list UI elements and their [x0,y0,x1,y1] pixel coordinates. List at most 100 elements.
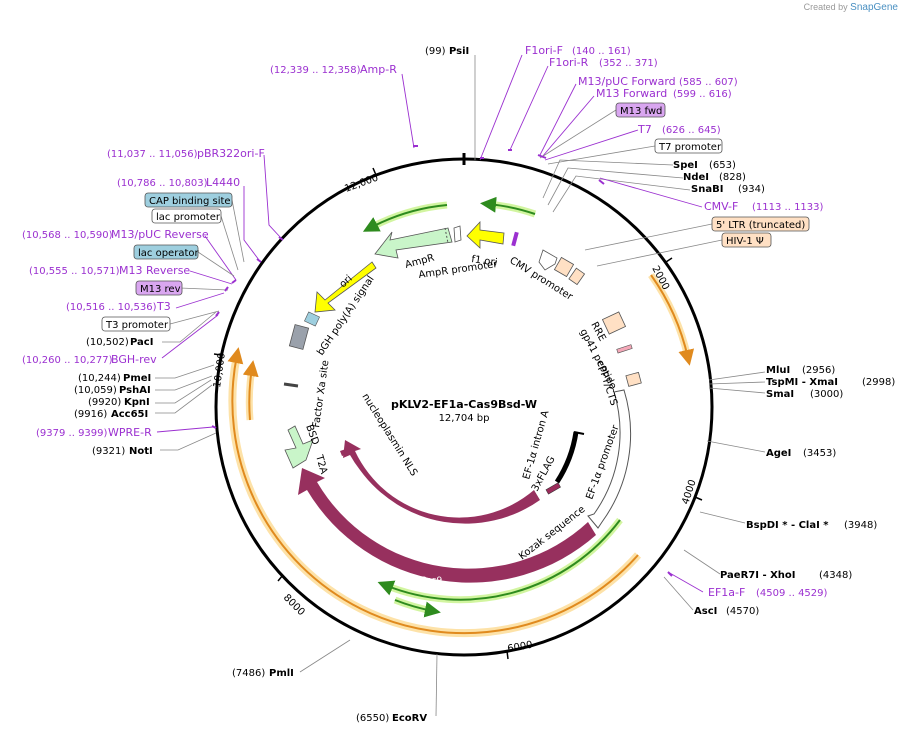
primer-range-f1ori-r: (352 .. 371) [599,58,658,69]
site-pos-tspmi: (2998) [862,377,895,388]
site-pos-agei: (3453) [803,448,836,459]
site-pos-clai: (3948) [844,520,877,531]
primer-name-wpre-r: WPRE-R [108,426,152,439]
boxed-labels: M13 fwd T7 promoter 5' LTR (truncated) H… [101,102,810,332]
map-title: pKLV2-EF1a-Cas9Bsd-W [391,398,537,411]
primer-name-l4440: L4440 [206,176,240,189]
site-name-xhoi: PaeR7I - XhoI [720,570,796,581]
label-m13-rev: M13 rev [140,284,181,295]
bsd-arrow [284,425,314,469]
primer-range-m13puc-fwd: (585 .. 607) [679,77,738,88]
ef1a-intron-tick [573,431,585,435]
label-lac-promoter: lac promoter [156,212,221,223]
primer-name-m13puc-rev: M13/pUC Reverse [111,228,209,241]
psi-block [568,267,586,286]
site-pos-noti: (9321) [92,446,125,457]
orf-arc-bottom [228,354,641,638]
f1-ori-arrow [466,220,505,249]
primer-name-m13-fwd: M13 Forward [596,87,667,100]
primer-name-m13puc-fwd: M13/pUC Forward [578,75,676,88]
primer-range-l4440: (10,786 .. 10,803) [117,178,208,189]
primer-range-amp-r: (12,339 .. 12,358) [270,65,361,76]
primer-name-m13-rev: M13 Reverse [119,264,190,277]
label-t3-promoter: T3 promoter [105,320,169,331]
box-5-ltr [711,216,810,232]
feature-t2a: T2A [313,453,329,476]
ef1a-promoter-shape [587,389,631,529]
box-lac-promoter [151,208,222,224]
site-pos-ndei: (828) [719,172,746,183]
primer-range-f1ori-f: (140 .. 161) [572,46,631,57]
ampr-promoter-shape [453,225,462,243]
feature-factor-xa: Factor Xa site [311,360,331,429]
site-pos-xhoi: (4348) [819,570,852,581]
site-name-pmli: PmlI [269,668,294,679]
site-name-paci: PacI [130,337,153,348]
primer-labels: F1ori-F (140 .. 161) F1ori-R (352 .. 371… [22,44,828,599]
label-cap-binding: CAP binding site [149,196,231,207]
primer-range-bgh-rev: (10,260 .. 10,277) [22,355,113,366]
site-name-asci: AscI [694,606,717,617]
feature-f1-ori: f1 ori [471,254,498,269]
nls-shape [340,447,354,456]
tick-2000 [665,257,673,263]
tick-4000 [694,496,703,501]
site-pos-kpni: (9920) [88,397,121,408]
rre-block [601,311,627,335]
site-name-agei: AgeI [766,448,791,459]
orf-arc-green-bottom-line [377,519,621,601]
primer-name-t3: T3 [156,300,171,313]
feature-cas9-outer: Cas9 [420,576,442,586]
primer-name-bgh-rev: BGH-rev [111,353,157,366]
primer-name-cmv-f: CMV-F [704,200,738,213]
cas9-inner-arrow [343,440,540,524]
site-pos-snabi: (934) [738,184,765,195]
feature-cas9-inner: Cas9 [432,524,454,534]
site-name-mlui: MluI [766,365,790,376]
primer-name-t7: T7 [637,123,652,136]
primer-range-t7: (626 .. 645) [662,125,721,136]
box-leaders [169,109,723,325]
site-pos-ecorv: (6550) [356,713,389,724]
orf-arc-green-top-left [368,201,448,232]
site-pos-spei: (653) [709,160,736,171]
primer-name-amp-r: Amp-R [360,63,397,76]
bgh-small-block [304,311,320,327]
snapgene-logo: SnapGene [850,2,898,13]
snapgene-credit: Created by SnapGene [804,2,898,13]
site-pos-pmli: (7486) [232,668,265,679]
site-name-acc65i: Acc65I [111,409,148,420]
label-m13-fwd: M13 fwd [620,106,662,117]
ampr-hatch [444,227,449,244]
primer-marks [211,145,673,577]
orf-arc-left-line [242,360,259,421]
factor-xa-shape [283,382,299,388]
site-pos-mlui: (2956) [802,365,835,376]
site-name-tspmi: TspMI - XmaI [766,377,838,388]
tick-label-6000: 6000 [507,640,534,655]
site-pos-smai: (3000) [810,389,843,400]
site-pos-pmei: (10,244) [78,373,121,384]
primer-name-f1ori-f: F1ori-F [525,44,563,57]
site-pos-pshai: (10,059) [74,385,117,396]
tick-6000 [506,650,509,660]
ampr-arrow [374,227,453,259]
orf-arc-green-top-right-line [480,196,536,215]
site-name-clai: BspDI * - ClaI * [746,520,829,531]
primer-range-cmv-f: (1113 .. 1133) [752,202,824,213]
label-lac-operator: lac operator [138,248,199,259]
label-hiv-psi: HIV-1 Ψ [726,236,764,247]
site-name-pshai: PshAI [119,385,151,396]
cas9-outer-arrow [298,468,596,583]
site-leaders [155,55,766,717]
site-name-kpni: KpnI [124,397,150,408]
site-pos-asci: (4570) [726,606,759,617]
site-pos-paci: (10,502) [86,337,129,348]
tick-12000 [372,167,377,176]
site-pos-acc65i: (9916) [74,409,107,420]
gp41-block [616,344,633,354]
box-cap-binding [144,192,233,208]
tick-8000 [277,574,284,582]
